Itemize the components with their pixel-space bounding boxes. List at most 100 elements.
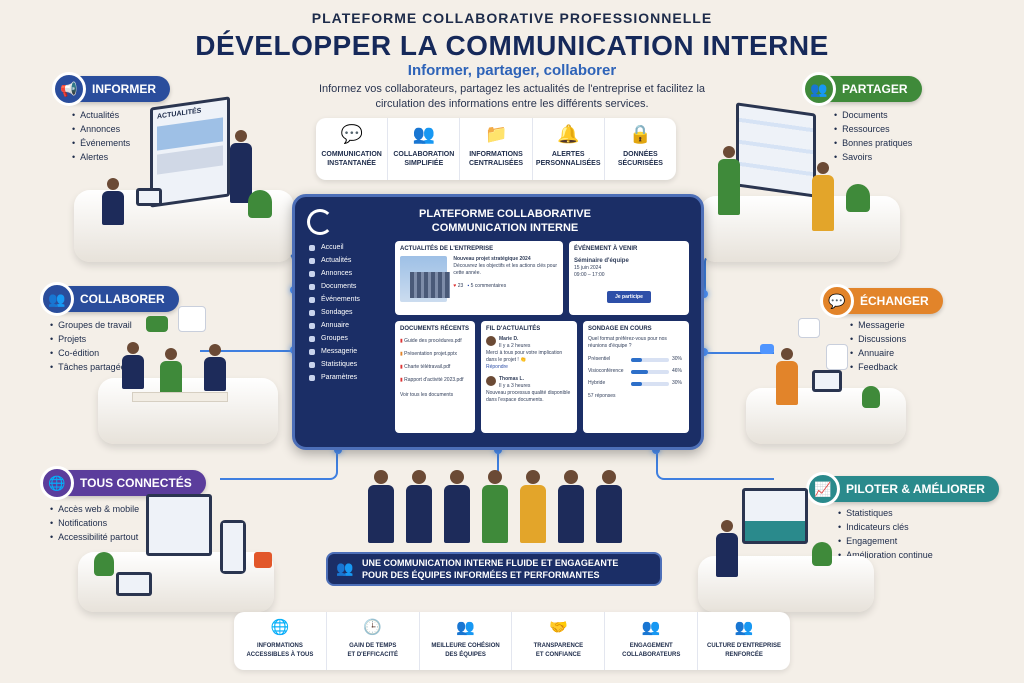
section-title: COLLABORER (80, 292, 165, 306)
poll-option-label: Hybride (588, 380, 606, 386)
megaphone-icon: 📢 (52, 72, 86, 106)
section-title: ÉCHANGER (860, 294, 929, 308)
poll-question: Quel format préférez-vous pour nos réuni… (588, 336, 667, 349)
sidebar-item-messagerie[interactable]: Messagerie (309, 345, 389, 358)
poll-option[interactable]: Visioconférence 46% (588, 368, 684, 375)
heart-icon[interactable]: ♥ (453, 283, 457, 289)
feature-informations: 📁 INFORMATIONS CENTRALISÉES (460, 118, 533, 180)
connector (220, 448, 338, 480)
sidebar-item-annuaire[interactable]: Annuaire (309, 319, 389, 332)
connector-node (652, 446, 660, 454)
person (776, 348, 798, 405)
engagement-icon: 👥 (641, 618, 661, 636)
file-icon: ▮ (400, 351, 403, 357)
card-title: SONDAGE EN COURS (588, 326, 652, 332)
feed-post: Marie D. Il y a 2 heures (486, 336, 572, 350)
poll-bar (631, 381, 669, 386)
card-title: ACTUALITÉS DE L'ENTREPRISE (400, 246, 494, 252)
poll-bar (631, 369, 669, 374)
comment-count[interactable]: 5 commentaires (470, 283, 507, 289)
platform-title-line: COMMUNICATION INTERNE (431, 222, 579, 234)
document-item[interactable]: ▮ Rapport d'activité 2023.pdf (400, 377, 464, 383)
poll-bar (631, 357, 669, 362)
team-group (356, 466, 646, 546)
poll-percent: 30% (672, 380, 683, 386)
connector (497, 450, 499, 472)
poll-responses: 57 réponses (588, 393, 616, 399)
collaborer-scene-base (98, 378, 278, 444)
section-echanger-list: Messagerie Discussions Annuaire Feedback (850, 318, 906, 374)
document-item[interactable]: ▮ Guide des procédures.pdf (400, 338, 462, 344)
poll-percent: 46% (672, 368, 683, 374)
document-item[interactable]: ▮ Charte télétravail.pdf (400, 364, 451, 370)
person (482, 470, 508, 543)
platform-title-line: PLATEFORME COLLABORATIVE (419, 208, 591, 220)
feature-label: COMMUNICATION INSTANTANÉE (321, 151, 382, 167)
laptop (136, 188, 162, 206)
poll-option-label: Visioconférence (588, 368, 624, 374)
person (204, 344, 226, 391)
sidebar-item-sondages[interactable]: Sondages (309, 306, 389, 319)
smartphone (220, 520, 246, 574)
section-connectes-pill: 🌐 TOUS CONNECTÉS (40, 466, 206, 500)
globe-icon: 🌐 (270, 618, 290, 636)
avatar (486, 376, 496, 386)
section-title: PARTAGER (842, 82, 908, 96)
section-partager-list: Documents Ressources Bonnes pratiques Sa… (834, 108, 912, 164)
post-text: Nouveau processus qualité disponible dan… (486, 390, 571, 403)
sidebar-item-accueil[interactable]: Accueil (309, 241, 389, 254)
comment-icon: ▪ (467, 283, 470, 289)
participate-button[interactable]: Je participe (607, 291, 651, 303)
sidebar-item-statistiques[interactable]: Statistiques (309, 358, 389, 371)
document-item[interactable]: ▮ Présentation projet.pptx (400, 351, 457, 357)
all-documents-link[interactable]: Voir tous les documents (400, 392, 454, 398)
chart-icon: 📈 (806, 472, 840, 506)
section-collaborer-list: Groupes de travail Projets Co-édition Tâ… (50, 318, 132, 374)
sidebar-item-groupes[interactable]: Groupes (309, 332, 389, 345)
list-item: Événements (72, 136, 130, 150)
meeting-table (132, 392, 228, 402)
sidebar-item-parametres[interactable]: Paramètres (309, 371, 389, 384)
chat-bubble-icon (146, 316, 168, 332)
event-card: ÉVÉNEMENT À VENIR Séminaire d'équipe 15 … (569, 241, 689, 315)
event-name: Séminaire d'équipe (574, 258, 629, 264)
feed-card: FIL D'ACTUALITÉS Marie D. Il y a 2 heure… (481, 321, 577, 433)
list-item: Ressources (834, 122, 912, 136)
file-icon: ▮ (400, 377, 403, 383)
plant (94, 552, 114, 576)
list-item: Projets (50, 332, 132, 346)
person (160, 348, 182, 395)
section-piloter-list: Statistiques Indicateurs clés Engagement… (838, 506, 933, 562)
sidebar-item-annonces[interactable]: Annonces (309, 267, 389, 280)
card-title: DOCUMENTS RÉCENTS (400, 326, 470, 332)
list-item: Statistiques (838, 506, 933, 520)
slogan-text: UNE COMMUNICATION INTERNE FLUIDE ET ENGA… (362, 557, 618, 581)
like-count: 23 (457, 283, 464, 289)
person (368, 470, 394, 543)
reply-link[interactable]: Répondre (486, 364, 508, 370)
person (812, 162, 834, 231)
poll-card: SONDAGE EN COURS Quel format préférez-vo… (583, 321, 689, 433)
message-icon (760, 344, 774, 354)
checklist-icon (178, 306, 206, 332)
culture-icon: 👥 (734, 618, 754, 636)
list-item: Amélioration continue (838, 548, 933, 562)
list-item: Groupes de travail (50, 318, 132, 332)
feed-post: Thomas L. Il y a 3 heures (486, 376, 572, 390)
sidebar-item-documents[interactable]: Documents (309, 280, 389, 293)
section-echanger-pill: 💬 ÉCHANGER (820, 284, 943, 318)
informer-monitor: ACTUALITÉS (150, 96, 230, 208)
list-item: Accessibilité partout (50, 530, 139, 544)
feature-label: DONNÉES SÉCURISÉES (617, 151, 663, 167)
sidebar-item-actualites[interactable]: Actualités (309, 254, 389, 267)
poll-option[interactable]: Hybride 30% (588, 380, 684, 387)
sidebar-item-evenements[interactable]: Événements (309, 293, 389, 306)
partager-monitor (736, 102, 816, 198)
